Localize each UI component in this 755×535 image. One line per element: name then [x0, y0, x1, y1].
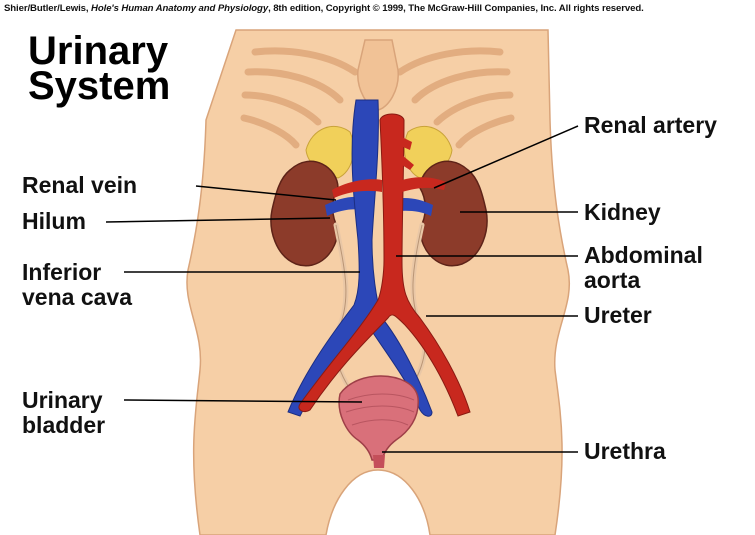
copyright-credit: Shier/Butler/Lewis, Hole's Human Anatomy…	[4, 3, 644, 14]
label-bladder-line-2: bladder	[22, 413, 105, 438]
credit-book-title: Hole's Human Anatomy and Physiology	[91, 3, 268, 14]
label-renal-artery: Renal artery	[584, 113, 717, 138]
label-hilum: Hilum	[22, 209, 86, 234]
label-ivc-line-2: vena cava	[22, 285, 132, 310]
label-urinary-bladder: Urinary bladder	[22, 388, 105, 438]
label-ureter: Ureter	[584, 303, 652, 328]
label-renal-vein: Renal vein	[22, 173, 137, 198]
label-urethra: Urethra	[584, 439, 666, 464]
label-aorta-line-1: Abdominal	[584, 243, 703, 268]
label-bladder-line-1: Urinary	[22, 388, 105, 413]
urethra-tube	[373, 455, 385, 468]
label-ivc-line-1: Inferior	[22, 260, 132, 285]
title-line-2: System	[28, 69, 170, 104]
diagram-title: Urinary System	[28, 34, 170, 104]
label-aorta-line-2: aorta	[584, 268, 703, 293]
label-kidney: Kidney	[584, 200, 661, 225]
label-abdominal-aorta: Abdominal aorta	[584, 243, 703, 293]
credit-authors: Shier/Butler/Lewis,	[4, 3, 91, 14]
label-inferior-vena-cava: Inferior vena cava	[22, 260, 132, 310]
credit-rest: , 8th edition, Copyright © 1999, The McG…	[268, 3, 644, 14]
